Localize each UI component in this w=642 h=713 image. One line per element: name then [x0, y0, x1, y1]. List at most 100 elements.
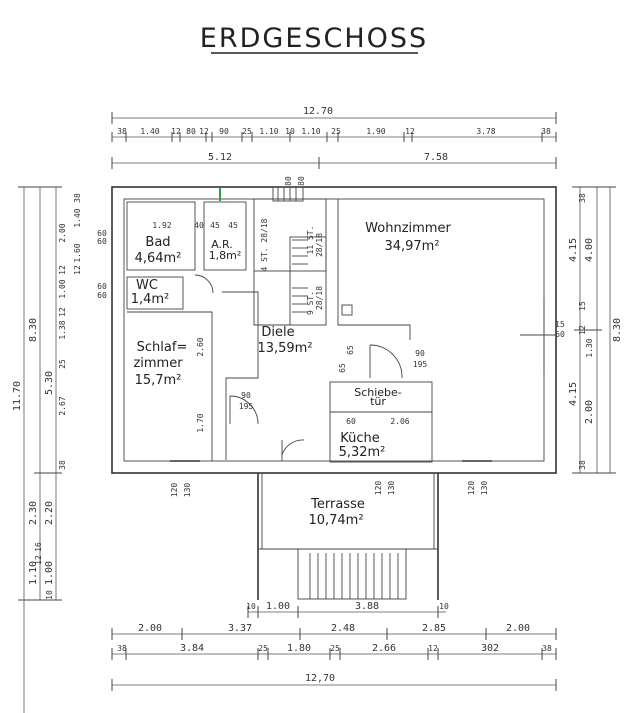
svg-text:25: 25 — [242, 127, 252, 136]
svg-text:195: 195 — [239, 402, 254, 411]
terrasse: Terrasse 10,74m² — [257, 473, 439, 600]
svg-text:1.40: 1.40 — [73, 208, 82, 227]
svg-text:1.10: 1.10 — [28, 561, 39, 585]
svg-text:12: 12 — [199, 127, 209, 136]
dim-right-total: 8.30 — [612, 318, 623, 342]
room-schlaf-name-1: Schlaf= — [137, 340, 188, 355]
svg-text:1.00: 1.00 — [44, 561, 55, 585]
svg-text:12: 12 — [34, 555, 43, 565]
room-diele-area: 13,59m² — [257, 341, 312, 356]
top-dimensions: 12.70 38 1.40 12 80 12 90 25 1.10 10 1.1… — [111, 106, 557, 169]
svg-text:2.06: 2.06 — [390, 417, 409, 426]
svg-text:7.58: 7.58 — [424, 152, 448, 163]
svg-text:38: 38 — [117, 644, 127, 653]
svg-text:12: 12 — [578, 325, 587, 335]
svg-text:60: 60 — [97, 229, 107, 238]
svg-text:25: 25 — [331, 127, 341, 136]
svg-text:302: 302 — [481, 643, 499, 654]
svg-text:11 ST.: 11 ST. — [306, 226, 315, 255]
svg-text:4.15: 4.15 — [568, 382, 579, 406]
svg-text:10: 10 — [246, 602, 256, 611]
svg-text:4.00: 4.00 — [584, 238, 595, 262]
svg-text:38: 38 — [58, 460, 67, 470]
svg-text:1.90: 1.90 — [366, 127, 385, 136]
internal-dimensions: 1.92 40 45 45 60 60 60 60 2.60 1.70 90 1… — [97, 176, 565, 497]
svg-text:10: 10 — [45, 590, 54, 600]
svg-text:15: 15 — [555, 320, 565, 329]
svg-text:40: 40 — [194, 221, 204, 230]
room-schlaf-area: 15,7m² — [135, 373, 182, 388]
svg-text:2.67: 2.67 — [58, 396, 67, 415]
svg-text:38: 38 — [541, 127, 551, 136]
svg-text:38: 38 — [578, 460, 587, 470]
room-terrasse-area: 10,74m² — [308, 513, 363, 528]
schiebetuer-label-2: tür — [370, 395, 386, 408]
svg-text:2.85: 2.85 — [422, 623, 446, 634]
room-bad-area: 4,64m² — [135, 251, 182, 266]
svg-text:2.30: 2.30 — [28, 501, 39, 525]
walls — [111, 186, 557, 474]
svg-text:2.00: 2.00 — [138, 623, 162, 634]
svg-text:65: 65 — [346, 345, 355, 355]
svg-text:120: 120 — [170, 483, 179, 498]
room-wohnzimmer-area: 34,97m² — [384, 239, 439, 254]
svg-text:60: 60 — [97, 291, 107, 300]
room-wc-area: 1,4m² — [131, 292, 170, 307]
svg-text:2.00: 2.00 — [506, 623, 530, 634]
svg-text:1.40: 1.40 — [140, 127, 159, 136]
svg-text:38: 38 — [73, 193, 82, 203]
room-wc-name: WC — [136, 278, 158, 293]
svg-text:2.48: 2.48 — [331, 623, 355, 634]
svg-text:1.60: 1.60 — [73, 243, 82, 262]
svg-text:12: 12 — [58, 307, 67, 317]
svg-text:60: 60 — [555, 330, 565, 339]
svg-text:65: 65 — [338, 363, 347, 373]
bottom-dimensions: 10 1.00 3.88 10 2.00 3.37 2.48 2.85 2.00… — [111, 601, 557, 691]
svg-text:45: 45 — [210, 221, 220, 230]
dim-left-total: 11.70 — [12, 381, 23, 411]
svg-text:1.00: 1.00 — [58, 279, 67, 298]
svg-text:195: 195 — [413, 360, 428, 369]
svg-text:1.10: 1.10 — [259, 127, 278, 136]
svg-text:28/18: 28/18 — [315, 233, 324, 257]
svg-text:80: 80 — [186, 127, 196, 136]
svg-text:120: 120 — [374, 481, 383, 496]
room-wohnzimmer-name: Wohnzimmer — [365, 221, 451, 236]
room-kueche-name: Küche — [340, 431, 380, 446]
svg-text:5.30: 5.30 — [44, 371, 55, 395]
svg-text:80: 80 — [284, 176, 293, 186]
svg-text:2.66: 2.66 — [372, 643, 396, 654]
svg-text:10: 10 — [285, 127, 295, 136]
room-terrasse-name: Terrasse — [310, 497, 365, 512]
svg-text:4.15: 4.15 — [568, 238, 579, 262]
room-bad-name: Bad — [145, 235, 170, 250]
dim-top-total: 12.70 — [303, 106, 333, 117]
svg-text:60: 60 — [346, 417, 356, 426]
svg-text:16: 16 — [34, 542, 43, 552]
plan-title: ERDGESCHOSS — [200, 23, 428, 54]
svg-text:12: 12 — [428, 644, 438, 653]
svg-text:1.10: 1.10 — [301, 127, 320, 136]
right-dimensions: 38 4.15 4.00 15 12 1.30 4.15 2.00 38 8.3… — [568, 186, 623, 474]
svg-text:3.88: 3.88 — [355, 601, 379, 612]
svg-text:1.38: 1.38 — [58, 320, 67, 339]
svg-text:130: 130 — [387, 481, 396, 496]
svg-text:38: 38 — [578, 193, 587, 203]
svg-text:45: 45 — [228, 221, 238, 230]
dim-bottom-total: 12,70 — [305, 673, 335, 684]
svg-text:12: 12 — [405, 127, 415, 136]
svg-text:25: 25 — [58, 359, 67, 369]
svg-text:9 ST.: 9 ST. — [306, 291, 315, 315]
svg-text:90: 90 — [219, 127, 229, 136]
svg-text:130: 130 — [480, 481, 489, 496]
left-dimensions: 11.70 8.30 5.30 2.30 2.20 1.10 1.00 38 1… — [12, 186, 82, 713]
svg-text:60: 60 — [97, 282, 107, 291]
svg-text:3.78: 3.78 — [476, 127, 495, 136]
svg-text:1.92: 1.92 — [152, 221, 171, 230]
stairs: 4 ST. 28/18 11 ST. 28/18 9 ST. 28/18 — [260, 218, 324, 315]
svg-text:15: 15 — [578, 301, 587, 311]
svg-text:5.12: 5.12 — [208, 152, 232, 163]
svg-text:1.70: 1.70 — [196, 413, 205, 432]
svg-text:25: 25 — [330, 644, 340, 653]
